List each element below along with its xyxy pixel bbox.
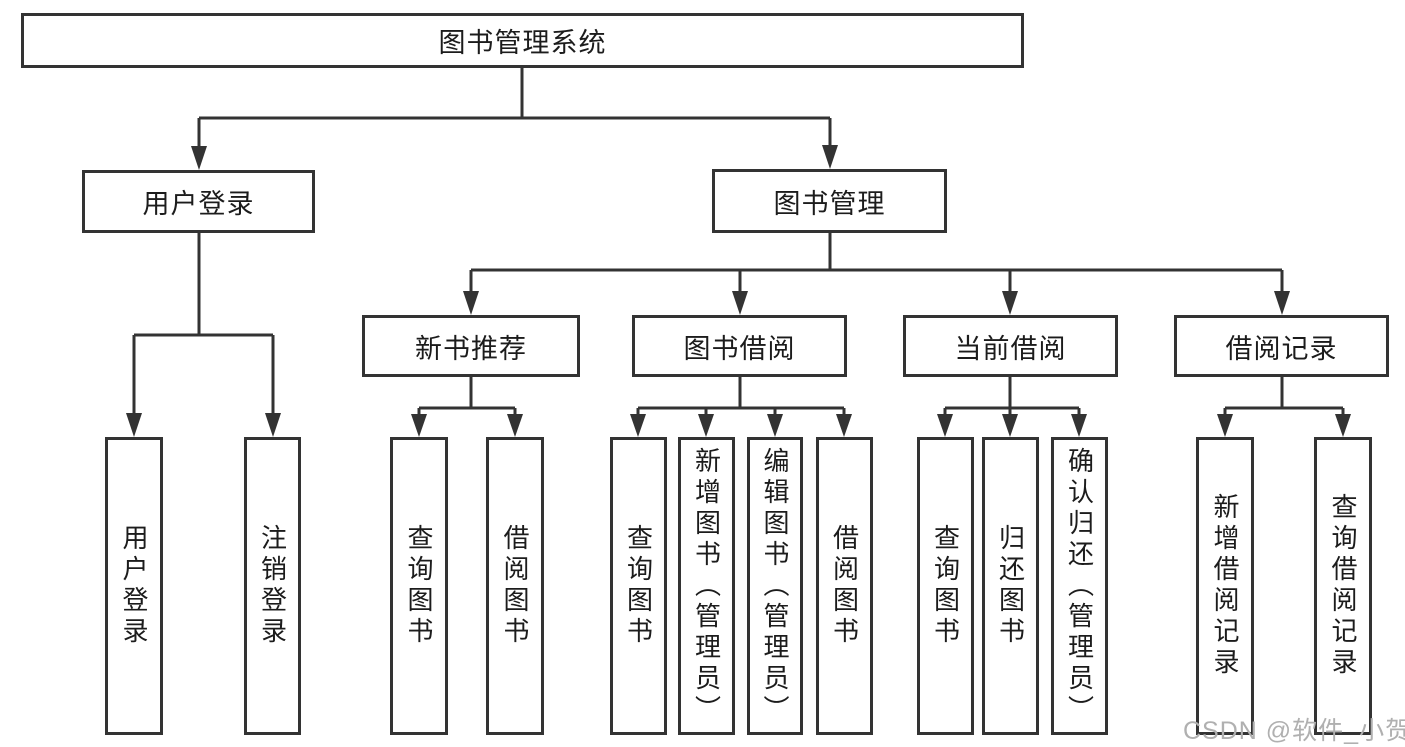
- leaf-newbook-query: 查询图书: [390, 437, 448, 735]
- node-current-borrow-label: 当前借阅: [954, 333, 1067, 364]
- leaf-borrow-query: 查询图书: [610, 437, 667, 735]
- leaf-current-query: 查询图书: [917, 437, 974, 735]
- leaf-logout-label: 注销登录: [257, 524, 288, 648]
- leaf-logout: 注销登录: [244, 437, 301, 735]
- node-new-book-recommend: 新书推荐: [362, 315, 580, 377]
- leaf-user-login-label: 用户登录: [119, 524, 149, 648]
- leaf-borrow-edit-admin-label: 编辑图书（管理员）: [760, 446, 790, 726]
- leaf-newbook-borrow: 借阅图书: [486, 437, 544, 735]
- connector-book-borrow-to-leaves: [630, 377, 852, 437]
- node-root-system-label: 图书管理系统: [438, 28, 607, 58]
- node-borrow-records: 借阅记录: [1174, 315, 1389, 377]
- connector-current-borrow-to-leaves: [937, 377, 1087, 437]
- leaf-borrow-book: 借阅图书: [816, 437, 873, 735]
- leaf-records-query: 查询借阅记录: [1314, 437, 1372, 735]
- node-current-borrow: 当前借阅: [903, 315, 1118, 377]
- leaf-user-login: 用户登录: [105, 437, 163, 735]
- connector-borrow-records-to-leaves: [1217, 377, 1351, 437]
- leaf-records-query-label: 查询借阅记录: [1328, 493, 1358, 679]
- node-user-login: 用户登录: [82, 170, 315, 233]
- leaf-current-query-label: 查询图书: [930, 524, 961, 648]
- leaf-borrow-book-label: 借阅图书: [829, 524, 860, 648]
- node-new-book-recommend-label: 新书推荐: [415, 333, 527, 364]
- leaf-newbook-borrow-label: 借阅图书: [500, 524, 530, 648]
- leaf-current-return-label: 归还图书: [995, 524, 1026, 648]
- connector-user-login-to-leaves: [126, 233, 281, 437]
- leaf-borrow-add-admin-label: 新增图书（管理员）: [691, 446, 722, 726]
- node-user-login-label: 用户登录: [142, 189, 255, 219]
- csdn-watermark: CSDN @软件_小贺同学: [1183, 717, 1405, 745]
- leaf-records-add: 新增借阅记录: [1196, 437, 1254, 735]
- connector-new-book-to-leaves: [411, 377, 523, 437]
- leaf-borrow-edit-admin: 编辑图书（管理员）: [747, 437, 803, 735]
- leaf-current-confirm-return-admin: 确认归还（管理员）: [1051, 437, 1108, 735]
- leaf-records-add-label: 新增借阅记录: [1210, 493, 1240, 679]
- leaf-borrow-add-admin: 新增图书（管理员）: [678, 437, 735, 735]
- connector-book-mgmt-to-level3: [463, 233, 1290, 315]
- leaf-newbook-query-label: 查询图书: [404, 524, 434, 648]
- connector-root-to-level2: [191, 68, 838, 170]
- node-root-system: 图书管理系统: [21, 13, 1024, 68]
- node-book-management: 图书管理: [712, 169, 947, 233]
- node-book-borrow-label: 图书借阅: [683, 333, 796, 364]
- leaf-current-confirm-return-admin-label: 确认归还（管理员）: [1064, 446, 1095, 726]
- node-book-management-label: 图书管理: [773, 188, 886, 219]
- node-book-borrow: 图书借阅: [632, 315, 847, 377]
- node-borrow-records-label: 借阅记录: [1225, 333, 1338, 364]
- leaf-current-return: 归还图书: [982, 437, 1039, 735]
- leaf-borrow-query-label: 查询图书: [623, 524, 654, 648]
